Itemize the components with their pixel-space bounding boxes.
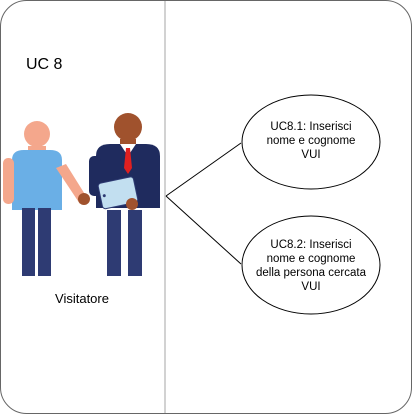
- use-case-uc8-1-line: nome e cognome: [267, 135, 356, 147]
- use-case-uc8-1-line: UC8.1: Inserisci: [270, 121, 351, 133]
- use-case-uc8-2-line: nome e cognome: [267, 253, 356, 265]
- use-case-uc8-1[interactable]: UC8.1: Inserisci nome e cognome VUI: [241, 94, 381, 190]
- diagram-title: UC 8: [26, 56, 63, 73]
- use-case-uc8-2-line: della persona cercata: [256, 267, 367, 279]
- businessman-with-tablet-icon: [78, 113, 160, 276]
- use-case-uc8-2[interactable]: UC8.2: Inserisci nome e cognome della pe…: [241, 215, 381, 315]
- use-case-uc8-1-line: VUI: [301, 149, 320, 161]
- use-case-uc8-2-line: VUI: [301, 281, 320, 293]
- association-line-uc8-1: [165, 142, 242, 197]
- association-line-uc8-2: [165, 195, 242, 265]
- actor-label: Visitatore: [55, 291, 109, 306]
- visitor-person-icon: [3, 121, 86, 276]
- use-case-uc8-2-line: UC8.2: Inserisci: [270, 239, 351, 251]
